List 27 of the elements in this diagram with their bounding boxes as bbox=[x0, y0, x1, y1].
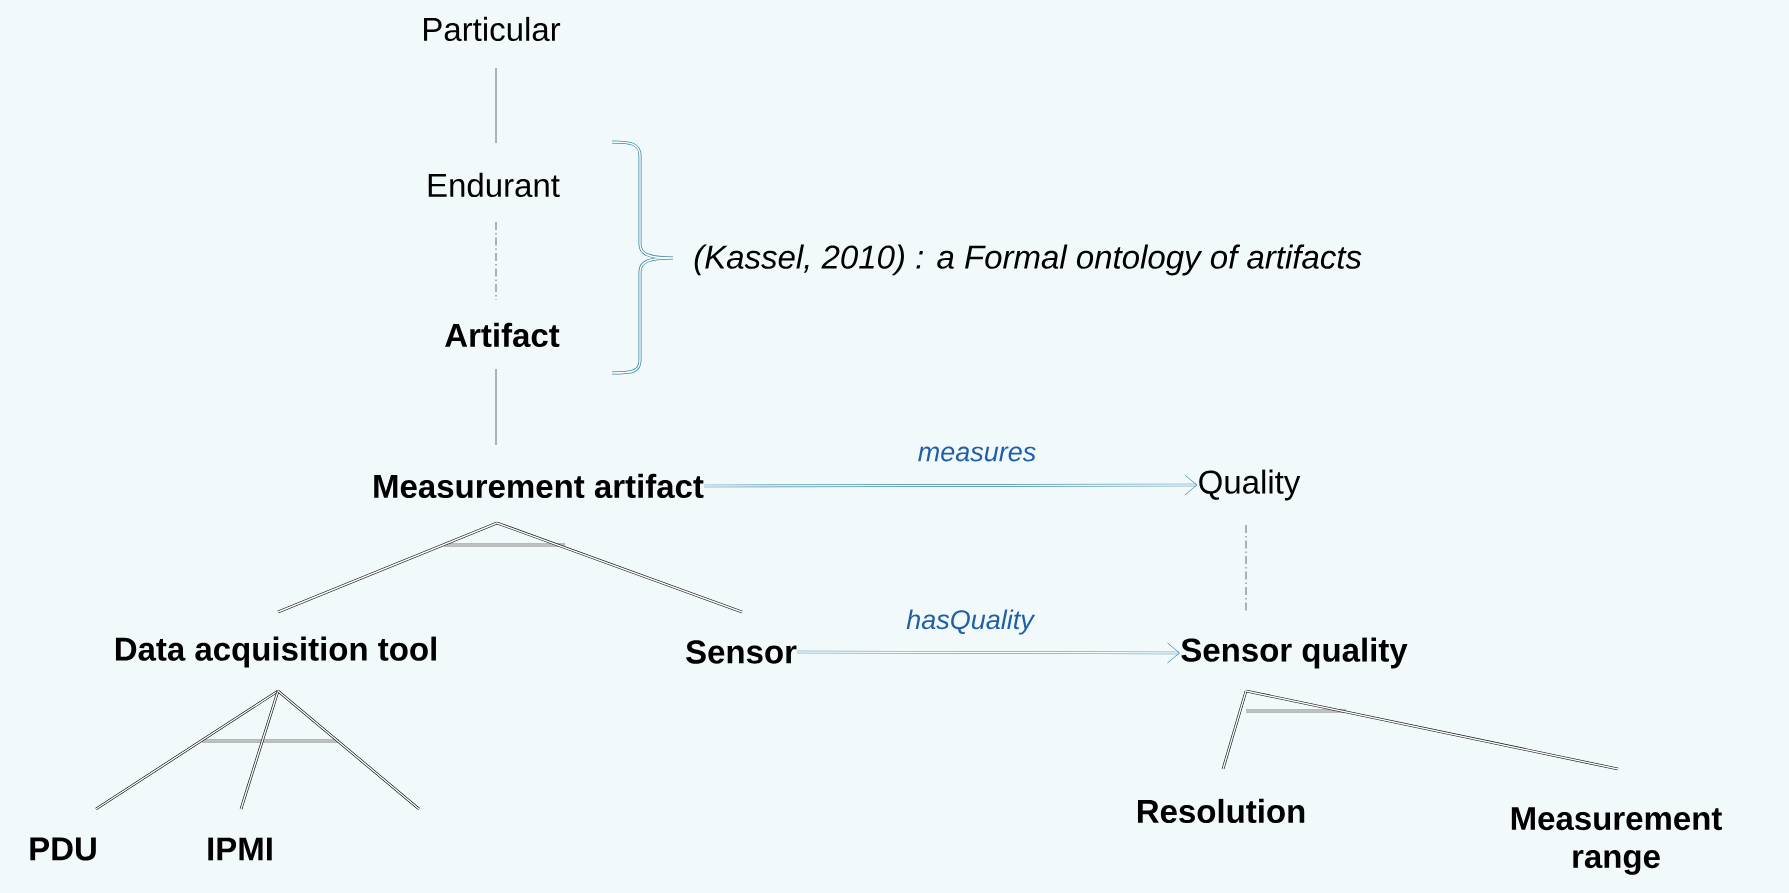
connector-line bbox=[1245, 689, 1619, 771]
arrow bbox=[796, 642, 1180, 664]
connector-line bbox=[495, 368, 497, 446]
term-label: Measurement range bbox=[1511, 807, 1722, 875]
connector-line bbox=[239, 690, 280, 810]
term-label: Sensor bbox=[686, 640, 797, 664]
term-label: Particular bbox=[424, 16, 561, 42]
connector-line bbox=[277, 690, 420, 810]
connector-line bbox=[95, 689, 279, 811]
term-label: Artifact bbox=[445, 322, 560, 348]
term-label: Sensor quality bbox=[1181, 637, 1408, 669]
connector-line bbox=[277, 521, 498, 614]
term-label: Endurant bbox=[428, 172, 560, 198]
term-label: Quality bbox=[1199, 469, 1301, 501]
connector-line bbox=[495, 221, 497, 301]
connector-line bbox=[1245, 524, 1247, 613]
arrow bbox=[703, 474, 1198, 496]
connector-line bbox=[1221, 690, 1248, 770]
citation-note: (Kassel, 2010) : a Formal ontology of artifacts bbox=[694, 244, 1362, 276]
term-label: Resolution bbox=[1137, 798, 1305, 824]
connector-line bbox=[495, 67, 497, 144]
connector-line bbox=[496, 521, 743, 614]
term-label: Measurement artifact bbox=[374, 473, 704, 499]
term-label: Data acquisition tool bbox=[115, 636, 436, 668]
edge-label: hasQuality bbox=[905, 608, 1036, 636]
term-label: IPMI bbox=[208, 837, 272, 861]
term-label: PDU bbox=[30, 837, 96, 861]
